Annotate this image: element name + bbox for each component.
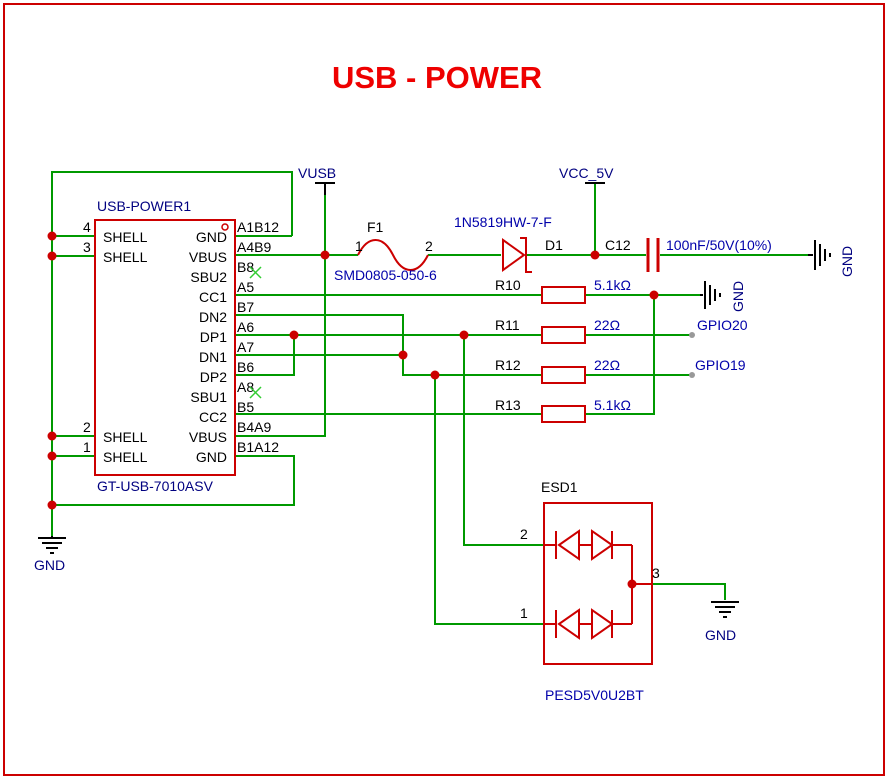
r12-ref: R12 [495, 357, 521, 373]
esd-protection-esd1: ESD1 PESD5V0U2BT 2 1 3 [520, 479, 660, 703]
pin-number: A6 [237, 319, 254, 335]
pin-num-2: 2 [83, 419, 91, 435]
cap-value: 100nF/50V(10%) [666, 237, 772, 253]
gnd-symbol-left: GND [34, 536, 66, 573]
r13-value: 5.1kΩ [594, 397, 631, 413]
pin-name-shell-2: SHELL [103, 429, 148, 445]
resistor-r11: R11 22Ω [495, 317, 620, 344]
pin-name: CC2 [199, 409, 227, 425]
pin-name-shell-3: SHELL [103, 249, 148, 265]
pin-name: GND [196, 449, 227, 465]
capacitor-c12: C12 100nF/50V(10%) [605, 237, 772, 272]
gnd-label-esd: GND [705, 627, 736, 643]
pin-name: DN1 [199, 349, 227, 365]
pin-name: VBUS [189, 429, 227, 445]
esd-pin3: 3 [652, 565, 660, 581]
resistor-r10: R10 5.1kΩ [495, 277, 631, 304]
esd-pin2: 2 [520, 526, 528, 542]
r10-ref: R10 [495, 277, 521, 293]
connector-designator: USB-POWER1 [97, 198, 191, 214]
resistor-r12: R12 22Ω [495, 357, 620, 384]
r11-value: 22Ω [594, 317, 620, 333]
resistor-r13: R13 5.1kΩ [495, 397, 631, 423]
pin-name: DP1 [200, 329, 227, 345]
fuse-pin2: 2 [425, 238, 433, 254]
fuse-f1: F1 1 2 SMD0805-050-6 [334, 219, 437, 283]
esd-pin1: 1 [520, 605, 528, 621]
pin-num-1: 1 [83, 439, 91, 455]
gpio19-port: GPIO19 [689, 357, 746, 378]
pin-number: B4A9 [237, 419, 271, 435]
diode-d1: 1N5819HW-7-F D1 [454, 214, 563, 273]
gpio20-label: GPIO20 [697, 317, 748, 333]
sheet-title: USB - POWER [332, 60, 542, 95]
gnd-symbol-cap: GND [808, 240, 855, 277]
diode-part: 1N5819HW-7-F [454, 214, 552, 230]
vusb-flag: VUSB [298, 165, 336, 195]
pin-number: B6 [237, 359, 254, 375]
wires [51, 171, 808, 625]
fuse-ref: F1 [367, 219, 384, 235]
r12-value: 22Ω [594, 357, 620, 373]
diode-ref: D1 [545, 237, 563, 253]
pin-number: A5 [237, 279, 254, 295]
pin-number: A8 [237, 379, 254, 395]
fuse-pin1: 1 [355, 238, 363, 254]
gpio20-port: GPIO20 [689, 317, 748, 338]
pin-number: A1B12 [237, 219, 279, 235]
pin-name: SBU2 [190, 269, 227, 285]
pin-name: SBU1 [190, 389, 227, 405]
pin-name: VBUS [189, 249, 227, 265]
pin-name: DN2 [199, 309, 227, 325]
usb-connector: USB-POWER1 GT-USB-7010ASV 4 SHELL 3 SHEL… [83, 198, 279, 494]
pin-name-shell-1: SHELL [103, 449, 148, 465]
r11-ref: R11 [495, 317, 520, 333]
r13-ref: R13 [495, 397, 521, 413]
fuse-part: SMD0805-050-6 [334, 267, 437, 283]
pin-name-shell-4: SHELL [103, 229, 148, 245]
pin-name: GND [196, 229, 227, 245]
gnd-symbol-r10: GND [700, 281, 746, 312]
pin-number: B1A12 [237, 439, 279, 455]
pin-name: CC1 [199, 289, 227, 305]
right-pin-numbers: A1B12 A4B9 B8 A5 B7 A6 A7 B6 A8 B5 B4A9 … [237, 219, 279, 455]
sheet-border [3, 3, 885, 776]
esd-part: PESD5V0U2BT [545, 687, 644, 703]
gnd-label-r10: GND [730, 281, 746, 312]
pin-num-4: 4 [83, 219, 91, 235]
pin-number: B8 [237, 259, 254, 275]
pin-number: A4B9 [237, 239, 271, 255]
gnd-label-left: GND [34, 557, 65, 573]
gnd-label-cap: GND [839, 246, 855, 277]
esd-ref: ESD1 [541, 479, 578, 495]
pin-number: B5 [237, 399, 254, 415]
junctions [47, 231, 659, 589]
pin-number: A7 [237, 339, 254, 355]
pin-number: B7 [237, 299, 254, 315]
r10-value: 5.1kΩ [594, 277, 631, 293]
no-connect-marks [249, 266, 262, 399]
right-pin-names: GND VBUS SBU2 CC1 DN2 DP1 DN1 DP2 SBU1 C… [189, 229, 227, 465]
pin-name: DP2 [200, 369, 227, 385]
vcc-label: VCC_5V [559, 165, 614, 181]
gnd-symbol-esd: GND [705, 601, 739, 643]
cap-ref: C12 [605, 237, 631, 253]
gpio19-label: GPIO19 [695, 357, 746, 373]
vusb-label: VUSB [298, 165, 336, 181]
vcc-flag: VCC_5V [559, 165, 614, 184]
connector-part: GT-USB-7010ASV [97, 478, 214, 494]
pin-num-3: 3 [83, 239, 91, 255]
